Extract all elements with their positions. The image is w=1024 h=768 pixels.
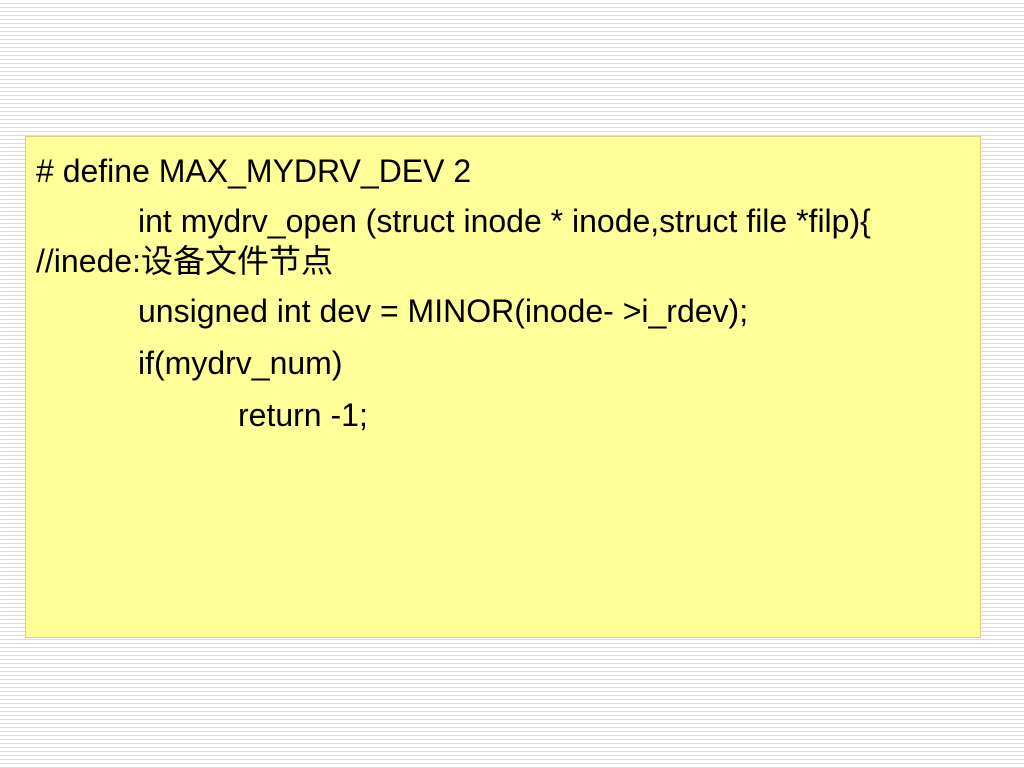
code-line-if: if(mydrv_num) <box>138 345 343 381</box>
code-line-open-signature: int mydrv_open (struct inode * inode,str… <box>36 203 871 279</box>
code-line-open-function: int mydrv_open (struct inode * inode,str… <box>36 201 964 281</box>
code-block: # define MAX_MYDRV_DEV 2 int mydrv_open … <box>36 149 964 437</box>
code-line-return: return -1; <box>238 397 368 433</box>
code-line-unsigned: unsigned int dev = MINOR(inode- >i_rdev)… <box>138 293 749 329</box>
code-line-define: # define MAX_MYDRV_DEV 2 <box>36 153 472 189</box>
code-comment-cjk: 设备文件节点 <box>140 242 333 280</box>
code-slide-box: # define MAX_MYDRV_DEV 2 int mydrv_open … <box>25 136 981 638</box>
